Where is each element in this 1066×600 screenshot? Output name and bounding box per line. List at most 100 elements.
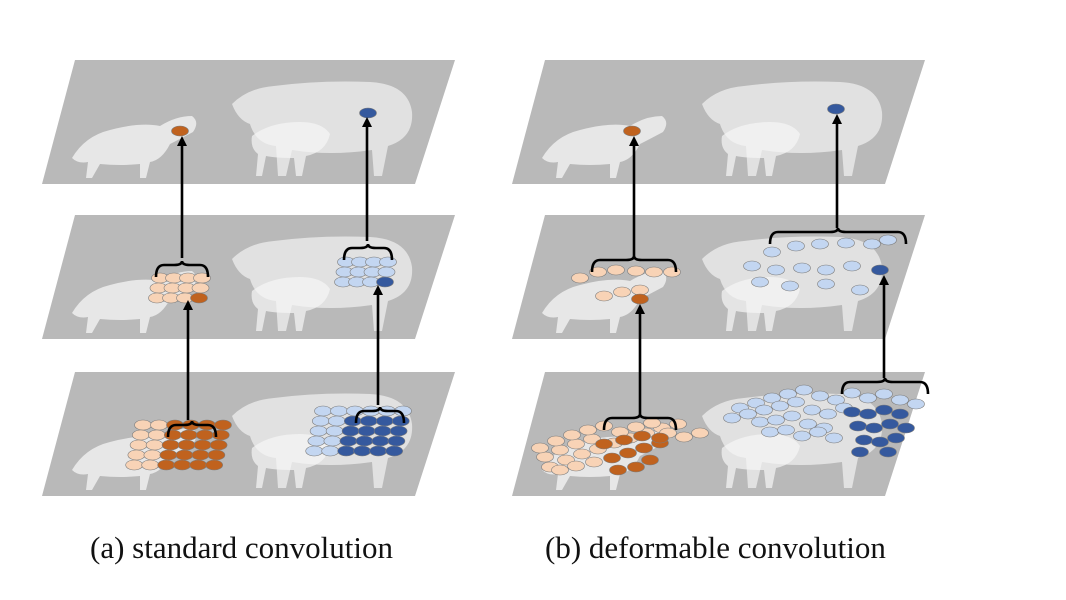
activation-unit — [305, 445, 324, 457]
activation-unit — [314, 405, 332, 417]
activation-unit — [145, 439, 164, 451]
activation-unit — [907, 398, 925, 410]
activation-unit — [891, 408, 909, 420]
activation-unit — [755, 404, 773, 416]
activation-unit — [132, 429, 150, 441]
activation-unit — [141, 459, 159, 471]
activation-unit — [353, 445, 372, 457]
activation-unit — [189, 459, 207, 471]
output-unit — [827, 103, 845, 115]
activation-unit — [849, 420, 867, 432]
activation-unit — [875, 388, 893, 400]
activation-unit — [631, 284, 649, 296]
activation-unit — [177, 439, 196, 451]
activation-unit — [205, 459, 223, 471]
activation-unit — [663, 266, 681, 278]
activation-unit — [339, 435, 358, 447]
activation-unit — [191, 282, 210, 294]
activation-unit — [375, 415, 394, 427]
activation-unit — [207, 449, 226, 461]
activation-unit — [615, 434, 633, 446]
activation-unit — [373, 425, 392, 437]
activation-unit — [193, 439, 212, 451]
activation-unit — [573, 448, 591, 460]
activation-unit — [359, 415, 378, 427]
activation-unit — [355, 435, 374, 447]
lamb-shape — [721, 122, 800, 176]
activation-unit — [855, 434, 873, 446]
receptive-field-brace — [354, 406, 406, 424]
activation-unit — [311, 415, 330, 427]
activation-unit — [751, 276, 769, 288]
panel-standard-convolution — [42, 60, 455, 496]
activation-unit — [127, 449, 146, 461]
activation-unit — [875, 404, 893, 416]
activation-unit — [865, 422, 883, 434]
activation-unit — [173, 459, 191, 471]
receptive-field-brace — [342, 243, 394, 261]
activation-unit — [619, 447, 637, 459]
activation-unit — [843, 260, 861, 272]
activation-unit — [191, 449, 210, 461]
activation-unit — [891, 394, 909, 406]
activation-unit — [859, 408, 877, 420]
activation-unit — [134, 419, 152, 431]
activation-unit — [531, 442, 549, 454]
caption-standard-convolution: (a) standard convolution — [90, 530, 394, 565]
activation-unit — [881, 418, 899, 430]
activation-unit — [551, 444, 569, 456]
lamb-shape — [251, 122, 330, 176]
activation-unit — [871, 436, 889, 448]
lamb-shape — [251, 277, 330, 331]
caption-deformable-convolution: (b) deformable convolution — [545, 530, 886, 565]
activation-unit — [196, 429, 214, 441]
activation-unit — [631, 293, 649, 305]
activation-unit — [859, 392, 877, 404]
activation-unit — [627, 265, 645, 277]
activation-unit — [325, 425, 344, 437]
panel-deformable-convolution — [512, 60, 930, 496]
activation-unit — [871, 264, 889, 276]
activation-unit — [643, 417, 661, 429]
activation-unit — [323, 435, 342, 447]
activation-unit — [357, 425, 376, 437]
activation-unit — [783, 410, 801, 422]
receptive-field-brace — [154, 260, 210, 278]
activation-unit — [879, 234, 897, 246]
activation-unit — [391, 415, 410, 427]
output-unit — [171, 125, 189, 137]
activation-unit — [691, 427, 709, 439]
activation-unit — [547, 435, 565, 447]
activation-unit — [887, 432, 905, 444]
activation-unit — [536, 451, 554, 463]
activation-unit — [787, 396, 805, 408]
activation-unit — [779, 388, 797, 400]
activation-unit — [567, 438, 585, 450]
activation-unit — [799, 418, 817, 430]
activation-unit — [307, 435, 326, 447]
activation-unit — [389, 425, 408, 437]
activation-unit — [739, 408, 757, 420]
activation-unit — [571, 272, 589, 284]
activation-unit — [787, 240, 805, 252]
activation-unit — [645, 266, 663, 278]
activation-unit — [851, 446, 869, 458]
activation-unit — [743, 260, 761, 272]
activation-unit — [567, 460, 585, 472]
activation-unit — [819, 408, 837, 420]
activation-unit — [150, 419, 168, 431]
activation-unit — [125, 459, 143, 471]
activation-unit — [129, 439, 148, 451]
activation-unit — [795, 384, 813, 396]
activation-unit — [579, 424, 597, 436]
activation-unit — [190, 292, 208, 304]
activation-unit — [837, 237, 855, 249]
lamb-shape — [721, 277, 800, 331]
activation-unit — [595, 438, 613, 450]
activation-unit — [771, 400, 789, 412]
activation-unit — [811, 238, 829, 250]
activation-unit — [641, 454, 659, 466]
activation-unit — [330, 405, 348, 417]
activation-unit — [589, 266, 607, 278]
lamb-shape — [72, 116, 197, 178]
